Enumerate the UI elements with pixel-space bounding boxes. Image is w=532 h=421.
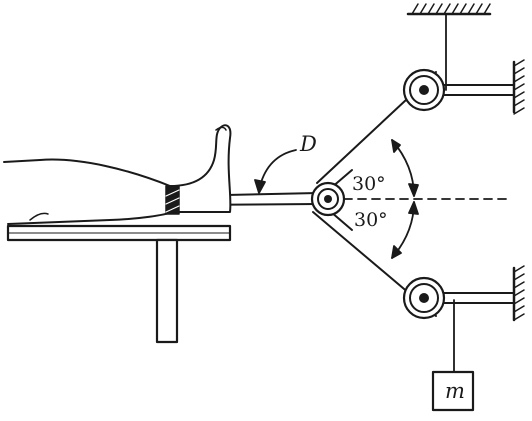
pulley-lower [402, 276, 446, 320]
force-leader-arrow [254, 149, 297, 194]
wall-support-upper [512, 59, 525, 115]
ceiling-support [406, 3, 492, 16]
pulley-middle [310, 181, 346, 217]
wall-support-lower [512, 265, 525, 322]
pulley-upper [402, 68, 446, 112]
angle-label-lower: 30° [354, 209, 388, 231]
mass-label: m [445, 379, 465, 403]
ankle-strap [165, 185, 180, 215]
leg [3, 124, 232, 225]
force-label: D [299, 132, 317, 156]
angle-label-upper: 30° [352, 173, 386, 195]
angle-arc-upper [391, 139, 419, 197]
angle-arc-lower [391, 201, 419, 259]
table [6, 224, 232, 344]
mass-box [431, 370, 475, 412]
